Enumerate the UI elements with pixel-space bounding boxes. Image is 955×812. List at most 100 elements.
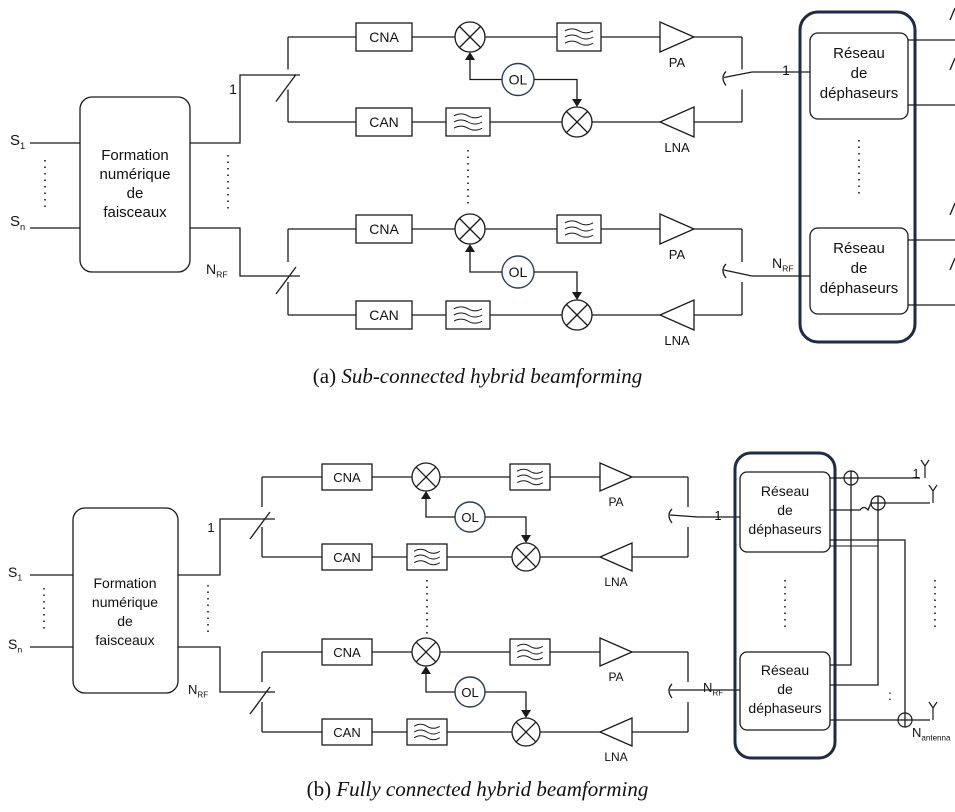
switch-out-blade-a2 bbox=[723, 269, 753, 277]
pa-label-a2: PA bbox=[669, 247, 686, 262]
lo-to-rx-a2 bbox=[534, 271, 578, 292]
dac-label-b1: CNA bbox=[333, 470, 361, 485]
filter-rx-a1-wave bbox=[453, 125, 483, 131]
bf-text-a-1: numérique bbox=[100, 166, 171, 183]
lna-label-a1: LNA bbox=[664, 140, 690, 155]
mixer-tx-a2-cross bbox=[458, 217, 482, 241]
phase-text-a1-0: Réseau bbox=[833, 45, 885, 62]
antenna-b-2 bbox=[928, 484, 938, 503]
switch-out-arc-a2 bbox=[722, 263, 727, 279]
branch-label-b-nrf-main: N bbox=[188, 682, 197, 697]
lo-to-tx-a2 bbox=[469, 252, 502, 273]
lna-label-b2: LNA bbox=[604, 750, 627, 764]
lo-arrow-rx-b1 bbox=[521, 535, 531, 543]
filter-tx-a1-wave bbox=[564, 40, 594, 46]
antenna-b-1 bbox=[920, 459, 930, 478]
adc-box-b1 bbox=[321, 543, 373, 571]
bf-block-a bbox=[79, 96, 191, 273]
antenna-a-0 bbox=[949, 7, 955, 21]
caption-b: (b) Fully connected hybrid beamforming bbox=[0, 777, 955, 802]
caption-b-prefix: (b) bbox=[306, 777, 332, 801]
pa-amplifier-a2 bbox=[659, 213, 696, 245]
bf-text-a-3: faisceaux bbox=[103, 204, 167, 221]
lo-to-tx-b2 bbox=[425, 674, 455, 693]
output-label-a-1: 1 bbox=[782, 62, 790, 78]
phase-text-a2-1: de bbox=[851, 260, 868, 277]
bf-block-b bbox=[72, 507, 179, 694]
lo-label-a1: OL bbox=[509, 72, 528, 88]
filter-tx-a2-wave bbox=[564, 226, 594, 232]
bf-text-b-2: de bbox=[117, 613, 133, 629]
filter-rx-a1-wave bbox=[453, 113, 483, 119]
phase-text-b1-2: déphaseurs bbox=[748, 521, 821, 537]
mixer-tx-b2-cross bbox=[415, 641, 437, 663]
phase-text-a2-2: déphaseurs bbox=[820, 280, 898, 297]
adc-label-b2: CAN bbox=[333, 725, 360, 740]
switch-in-blade-b2 bbox=[249, 686, 271, 715]
switch-in-blade-a1 bbox=[275, 74, 297, 102]
adc-label-b1: CAN bbox=[333, 550, 360, 565]
input-label-b-1-subscript: 1 bbox=[17, 573, 22, 583]
input-label-b-n: Sn bbox=[8, 636, 22, 655]
pa-amplifier-a1 bbox=[659, 21, 696, 53]
lna-amplifier-a1 bbox=[658, 106, 695, 138]
branch-label-a-nrf-main: N bbox=[206, 261, 216, 277]
adc-label-a2: CAN bbox=[369, 307, 399, 323]
antenna-b-n bbox=[928, 701, 938, 720]
lna-label-b1: LNA bbox=[604, 575, 627, 589]
output-label-a-nrf: NRF bbox=[772, 255, 794, 274]
phase-network-a-2 bbox=[809, 227, 909, 315]
phase-network-b-1 bbox=[739, 471, 831, 553]
phase-rail-b bbox=[733, 451, 837, 760]
adc-box-a2 bbox=[355, 300, 413, 330]
phase-rail-a bbox=[798, 10, 917, 344]
net-wire-2 bbox=[830, 502, 872, 512]
caption-b-title: Fully connected hybrid beamforming bbox=[336, 777, 649, 801]
output-label-b-1: 1 bbox=[714, 508, 721, 523]
caption-a-title: Sub-connected hybrid beamforming bbox=[341, 364, 643, 388]
lo-arrow-rx-b2 bbox=[521, 710, 531, 718]
bf-text-a-2: de bbox=[127, 185, 144, 202]
branch-label-b-nrf: NRF bbox=[188, 682, 208, 699]
lo-to-rx-b1 bbox=[485, 516, 527, 535]
antenna-a-2 bbox=[949, 202, 955, 216]
lna-label-a2: LNA bbox=[664, 333, 690, 348]
antenna-a-1 bbox=[949, 57, 955, 71]
phase-text-b1-1: de bbox=[777, 502, 793, 518]
branch-label-a-nrf-subscript: RF bbox=[216, 270, 228, 280]
lo-to-rx-b2 bbox=[485, 691, 527, 710]
lna-amplifier-a2 bbox=[658, 299, 695, 331]
lo-arrow-tx-a2 bbox=[465, 244, 475, 252]
lo-arrow-rx-a2 bbox=[572, 292, 582, 300]
dac-label-a2: CNA bbox=[369, 221, 399, 237]
adc-label-a1: CAN bbox=[369, 114, 399, 130]
switch-out-arc-b2 bbox=[668, 683, 673, 699]
input-label-a-n: Sn bbox=[10, 213, 25, 232]
input-label-a-n-main: S bbox=[10, 213, 20, 230]
lna-amplifier-b2 bbox=[598, 717, 633, 747]
branch-label-a-1: 1 bbox=[229, 81, 237, 97]
mixer-rx-b1-cross bbox=[515, 546, 537, 568]
pa-label-b2: PA bbox=[608, 670, 623, 684]
filter-tx-b2-wave bbox=[516, 643, 544, 649]
filter-tx-a2-wave bbox=[564, 232, 594, 238]
input-label-b-1: S1 bbox=[8, 564, 22, 583]
phase-text-b2-1: de bbox=[777, 681, 793, 697]
mixer-tx-a1-cross bbox=[458, 25, 482, 49]
phase-text-b2-2: déphaseurs bbox=[748, 700, 821, 716]
lna-amplifier-b1 bbox=[598, 542, 633, 572]
lo-label-b2: OL bbox=[461, 685, 478, 700]
mixer-rx-b2-cross bbox=[515, 721, 537, 743]
output-label-a-nrf-subscript: RF bbox=[782, 264, 794, 274]
filter-tx-b1-wave bbox=[516, 480, 544, 486]
branch-wire-a-bottom bbox=[190, 227, 300, 277]
dac-box-b2 bbox=[321, 638, 373, 666]
lo-label-b1: OL bbox=[461, 510, 478, 525]
input-label-a-n-subscript: n bbox=[20, 222, 25, 232]
output-label-b-nrf: NRF bbox=[703, 680, 723, 697]
bf-text-b-0: Formation bbox=[93, 575, 156, 591]
switch-out-blade-b1 bbox=[669, 514, 699, 518]
pa-label-a1: PA bbox=[669, 55, 686, 70]
filter-tx-b1-wave bbox=[516, 474, 544, 480]
